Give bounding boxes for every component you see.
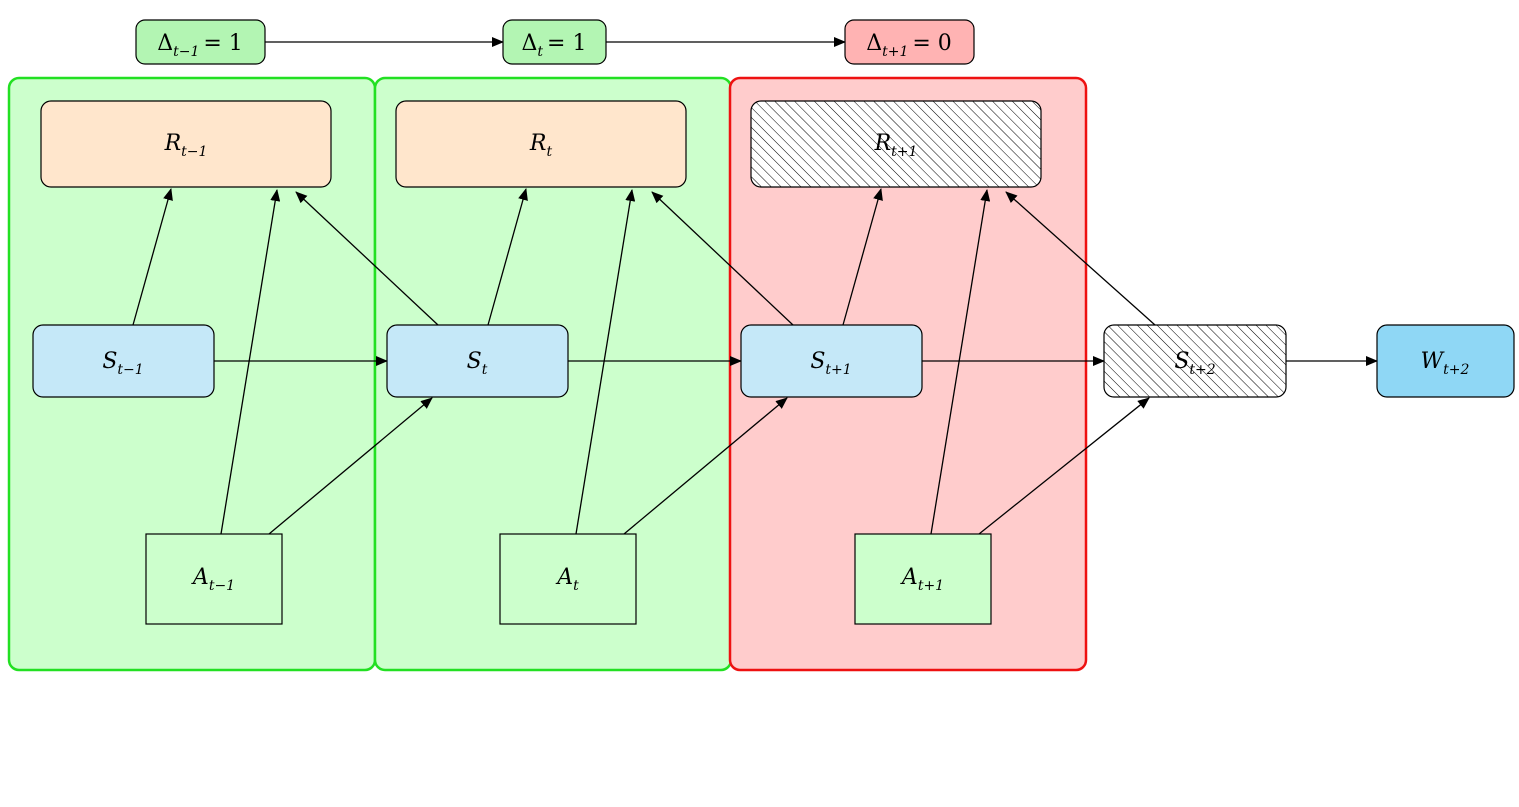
state-node-2: St+1 — [740, 324, 923, 398]
arrow-action-1-to-reward-1 — [575, 189, 636, 535]
action-node-0: At−1 — [145, 533, 283, 625]
svg-text:At: At — [555, 565, 579, 594]
svg-text:St: St — [467, 349, 488, 378]
state-node-3: St+2 — [1103, 324, 1287, 398]
state-node-0: St−1 — [32, 324, 215, 398]
arrow-state-1-to-reward-1 — [487, 188, 528, 326]
reward-node-1: Rt — [395, 100, 687, 188]
arrow-action-2-to-reward-2 — [930, 189, 991, 535]
svg-text:Rt−1: Rt−1 — [164, 131, 208, 160]
svg-text:At+1: At+1 — [900, 565, 944, 594]
arrow-action-0-to-reward-0 — [220, 189, 281, 535]
terminal-node: Wt+2 — [1376, 324, 1515, 398]
arrow-state-3-to-reward-2 — [1005, 191, 1156, 326]
reward-node-0: Rt−1 — [40, 100, 332, 188]
arrow-action-0-to-state-1 — [268, 397, 433, 535]
svg-text:Δt−1= 1: Δt−1= 1 — [157, 31, 243, 60]
arrow-action-2-to-state-3 — [978, 397, 1150, 535]
svg-text:Rt: Rt — [529, 131, 553, 160]
delta-node-0: Δt−1= 1 — [135, 19, 266, 65]
svg-text:St−1: St−1 — [102, 349, 143, 378]
delta-node-2: Δt+1= 0 — [844, 19, 975, 65]
svg-text:St+1: St+1 — [810, 349, 851, 378]
arrow-state-2-to-reward-1 — [651, 191, 794, 326]
arrow-state-1-to-reward-0 — [295, 191, 439, 326]
state-node-1: St — [386, 324, 569, 398]
action-node-1: At — [499, 533, 637, 625]
svg-text:Δt= 1: Δt= 1 — [522, 31, 587, 60]
svg-text:Δt+1= 0: Δt+1= 0 — [866, 31, 952, 60]
svg-text:Rt+1: Rt+1 — [874, 131, 918, 160]
svg-text:St+2: St+2 — [1174, 349, 1215, 378]
action-node-2: At+1 — [854, 533, 992, 625]
svg-text:At−1: At−1 — [191, 565, 235, 594]
arrow-action-1-to-state-2 — [623, 397, 788, 535]
reward-node-2: Rt+1 — [750, 100, 1042, 188]
arrow-state-2-to-reward-2 — [842, 188, 883, 326]
delta-node-1: Δt= 1 — [502, 19, 607, 65]
svg-text:Wt+2: Wt+2 — [1421, 349, 1470, 378]
arrow-state-0-to-reward-0 — [132, 188, 173, 326]
